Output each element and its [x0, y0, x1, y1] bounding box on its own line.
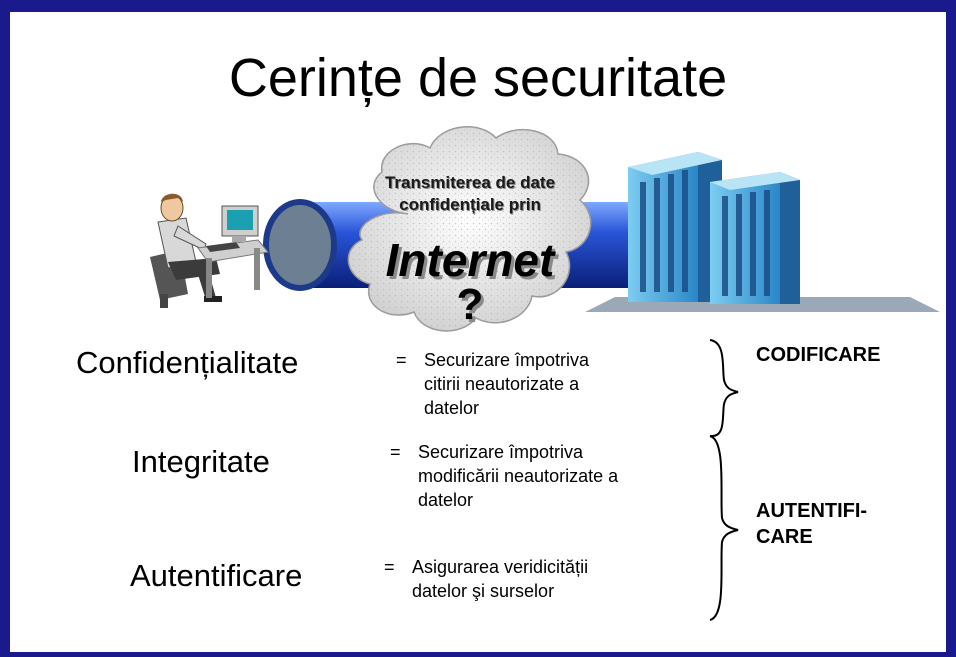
- label-autentificare-line1: AUTENTIFI-: [756, 500, 868, 522]
- equals-sign: =: [390, 442, 401, 462]
- definition-line: datelor: [418, 490, 474, 510]
- definition-autentificare: = Asigurarea veridicității datelor şi su…: [384, 555, 684, 611]
- cloud-icon: [347, 126, 592, 332]
- definition-integritate: = Securizare împotriva modificării neaut…: [390, 440, 700, 520]
- term-integritate: Integritate: [132, 444, 270, 479]
- network-illustration: [150, 126, 940, 621]
- person-at-computer-icon: [150, 193, 269, 308]
- label-codificare: CODIFICARE: [756, 344, 881, 366]
- slide: Cerințe de securitate: [10, 12, 946, 652]
- brace-autentificare: [709, 435, 739, 621]
- cloud-caption-line1: Transmiterea de date: [384, 173, 556, 192]
- definition-line: Securizare împotriva: [424, 350, 590, 370]
- term-autentificare: Autentificare: [130, 558, 303, 593]
- equals-sign: =: [396, 350, 407, 370]
- office-building-icon: [585, 152, 940, 312]
- question-mark: ?: [456, 280, 484, 329]
- term-confidentialitate: Confidențialitate: [76, 345, 299, 380]
- brace-codificare: [709, 339, 739, 438]
- internet-label: Internet: [385, 234, 555, 286]
- cloud-caption: Transmiterea de date confidențiale prin: [340, 172, 600, 216]
- label-autentificare-line2: CARE: [756, 526, 813, 548]
- definition-line: datelor: [424, 398, 480, 418]
- page-title: Cerințe de securitate: [228, 48, 728, 108]
- definition-line: modificării neautorizate a: [418, 466, 619, 486]
- definition-confidentialitate: = Securizare împotriva citirii neautoriz…: [396, 348, 696, 428]
- definition-line: datelor şi surselor: [412, 581, 555, 601]
- definition-line: Securizare împotriva: [418, 442, 584, 462]
- equals-sign: =: [384, 557, 395, 577]
- cloud-caption-line2: confidențiale prin: [399, 195, 541, 214]
- definition-line: Asigurarea veridicității: [412, 557, 589, 577]
- label-autentificare: AUTENTIFI- CARE: [756, 498, 867, 550]
- definition-line: citirii neautorizate a: [424, 374, 580, 394]
